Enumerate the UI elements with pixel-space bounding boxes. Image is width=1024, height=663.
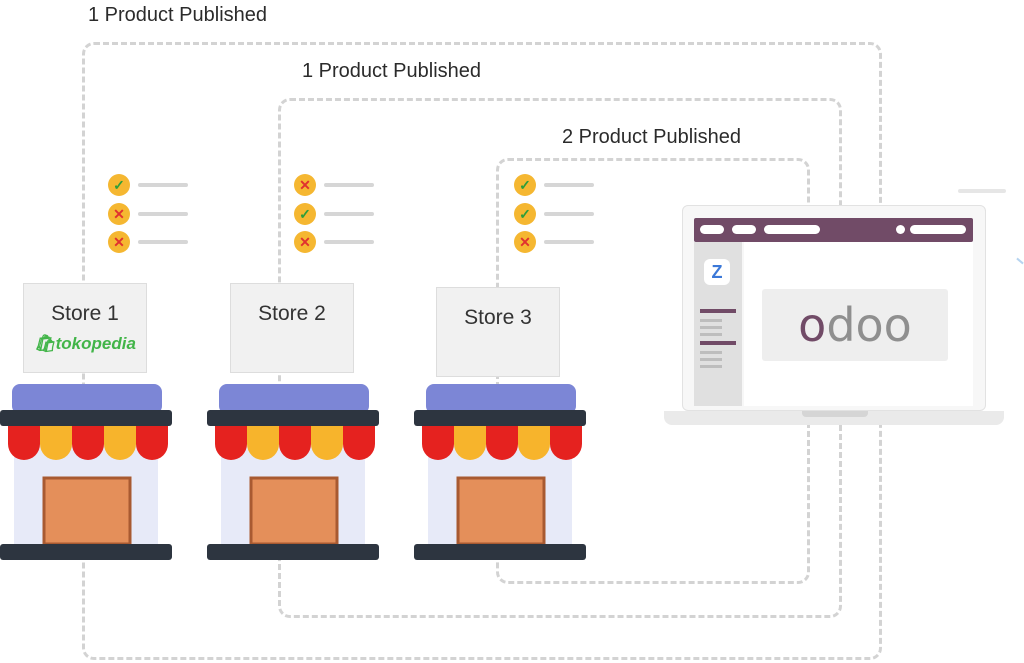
cross-icon: ✕ — [108, 231, 130, 253]
text-placeholder-line — [138, 183, 188, 187]
sidebar-line — [700, 341, 736, 345]
store-name: Store 3 — [464, 306, 532, 329]
topbar-menu — [732, 225, 756, 234]
region-middle-label: 1 Product Published — [302, 60, 482, 82]
laptop-notch — [802, 411, 868, 417]
text-placeholder-line — [324, 212, 374, 216]
text-placeholder-line — [324, 240, 374, 244]
cross-icon: ✕ — [294, 174, 316, 196]
check-item: ✓ — [108, 174, 208, 198]
text-placeholder-line — [138, 212, 188, 216]
sidebar-line — [700, 351, 722, 354]
cross-icon: ✕ — [294, 231, 316, 253]
check-item: ✕ — [294, 231, 394, 255]
text-placeholder-line — [544, 212, 594, 216]
shop-icon — [414, 384, 586, 560]
check-item: ✓ — [294, 203, 394, 227]
check-icon: ✓ — [108, 174, 130, 196]
sidebar-line — [700, 333, 722, 336]
odoo-laptop: Z odoo — [664, 205, 1004, 427]
store-card-1: Store 1 🛍tokopedia — [23, 283, 147, 373]
topbar-menu — [764, 225, 820, 234]
shop-icon — [0, 384, 172, 560]
store-card-3: Store 3 — [436, 287, 560, 377]
store-card-2: Store 2 — [230, 283, 354, 373]
check-icon: ✓ — [514, 203, 536, 225]
sidebar-line — [700, 365, 722, 368]
odoo-logo-rest: doo — [826, 298, 912, 352]
check-icon: ✓ — [294, 203, 316, 225]
topbar-avatar — [896, 225, 905, 234]
shopping-bag-icon: 🛍 — [34, 334, 56, 353]
app-icon: Z — [704, 259, 730, 285]
region-outer-label: 1 Product Published — [88, 4, 268, 26]
sidebar-line — [700, 326, 722, 329]
shop-icon — [207, 384, 379, 560]
topbar-menu — [700, 225, 724, 234]
text-placeholder-line — [138, 240, 188, 244]
topbar-menu — [910, 225, 966, 234]
decorative-line — [1016, 257, 1024, 265]
check-item: ✓ — [514, 174, 614, 198]
store-name: Store 1 — [51, 302, 119, 325]
check-item: ✕ — [108, 231, 208, 255]
odoo-logo-box: odoo — [762, 289, 948, 361]
check-item: ✕ — [294, 174, 394, 198]
tokopedia-logo: 🛍tokopedia — [34, 334, 136, 353]
sidebar-line — [700, 319, 722, 322]
cross-icon: ✕ — [108, 203, 130, 225]
store-name: Store 2 — [258, 302, 326, 325]
text-placeholder-line — [324, 183, 374, 187]
check-item: ✕ — [514, 231, 614, 255]
odoo-logo-o: o — [798, 298, 827, 352]
check-item: ✓ — [514, 203, 614, 227]
cross-icon: ✕ — [514, 231, 536, 253]
odoo-logo: odoo — [798, 298, 912, 352]
sidebar-line — [700, 358, 722, 361]
laptop-base — [664, 411, 1004, 425]
decorative-line — [958, 189, 1006, 193]
sidebar-line — [700, 309, 736, 313]
text-placeholder-line — [544, 183, 594, 187]
check-item: ✕ — [108, 203, 208, 227]
text-placeholder-line — [544, 240, 594, 244]
check-icon: ✓ — [514, 174, 536, 196]
region-inner-label: 2 Product Published — [562, 126, 742, 148]
